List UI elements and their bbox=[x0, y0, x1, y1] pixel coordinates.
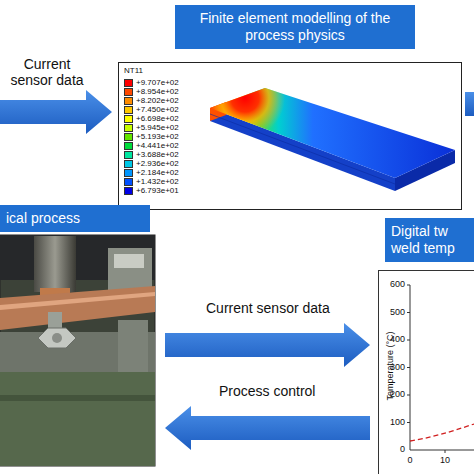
legend-value: +7.450e+02 bbox=[136, 105, 179, 114]
legend-swatch bbox=[124, 142, 133, 150]
legend-swatch bbox=[124, 124, 133, 132]
legend-row: +8.202e+02 bbox=[124, 96, 179, 105]
legend-swatch bbox=[124, 133, 133, 141]
legend-value: +2.184e+02 bbox=[136, 168, 179, 177]
legend-row: +2.936e+02 bbox=[124, 159, 179, 168]
legend-value: +4.441e+02 bbox=[136, 141, 179, 150]
legend-swatch bbox=[124, 160, 133, 168]
legend-value: +8.202e+02 bbox=[136, 96, 179, 105]
panel-heading: Finite element modelling of the process … bbox=[175, 5, 415, 49]
legend-title: NT11 bbox=[124, 66, 154, 75]
plate-hotspot bbox=[210, 88, 455, 178]
physical-process-panel: ical process bbox=[0, 205, 157, 467]
legend-row: +1.432e+02 bbox=[124, 177, 179, 186]
legend-value: +9.707e+02 bbox=[136, 78, 179, 87]
edge-label: Current sensor data bbox=[204, 300, 332, 317]
legend-row: +4.441e+02 bbox=[124, 141, 179, 150]
flow-label: Current sensor data bbox=[4, 56, 90, 88]
legend-row: +5.945e+02 bbox=[124, 123, 179, 132]
legend-row: +9.707e+02 bbox=[124, 78, 179, 87]
axis-tick: 10 bbox=[436, 455, 454, 465]
axis-tick: 600 bbox=[379, 279, 405, 289]
legend-swatch bbox=[124, 187, 133, 195]
legend-value: +1.432e+02 bbox=[136, 177, 179, 186]
legend-swatch bbox=[124, 178, 133, 186]
flow-arrow bbox=[165, 323, 370, 367]
legend-swatch bbox=[124, 97, 133, 105]
flow-arrow bbox=[165, 406, 370, 450]
legend-row: +3.688e+02 bbox=[124, 150, 179, 159]
legend-swatch bbox=[124, 106, 133, 114]
legend-swatch bbox=[124, 169, 133, 177]
axis-tick: 500 bbox=[379, 307, 405, 317]
edge-label: Process control bbox=[217, 383, 317, 400]
fe-frame bbox=[119, 63, 462, 210]
legend-value: +5.945e+02 bbox=[136, 123, 179, 132]
legend-row: +5.193e+02 bbox=[124, 132, 179, 141]
axis-tick: 0 bbox=[379, 444, 405, 454]
legend-value: +2.936e+02 bbox=[136, 159, 179, 168]
legend-swatch bbox=[124, 115, 133, 123]
axis-title: Temperature (°C) bbox=[385, 321, 395, 411]
panel-heading: Digital tw weld temp bbox=[385, 218, 474, 262]
legend-value: +6.698e+02 bbox=[136, 114, 179, 123]
legend-swatch bbox=[124, 151, 133, 159]
plate-layer bbox=[210, 114, 395, 184]
legend-row: +7.450e+02 bbox=[124, 105, 179, 114]
legend-row: +2.184e+02 bbox=[124, 168, 179, 177]
legend-value: +5.193e+02 bbox=[136, 132, 179, 141]
legend-value: +6.793e+01 bbox=[136, 186, 179, 195]
legend-value: +3.688e+02 bbox=[136, 150, 179, 159]
output-arrow bbox=[465, 92, 474, 116]
legend-swatch bbox=[124, 79, 133, 87]
axis-tick: 100 bbox=[379, 417, 405, 427]
legend-row: +6.793e+01 bbox=[124, 186, 179, 195]
process-photo bbox=[0, 235, 155, 466]
legend-swatch bbox=[124, 88, 133, 96]
legend-value: +8.954e+02 bbox=[136, 87, 179, 96]
input-arrow bbox=[0, 90, 112, 134]
legend-row: +8.954e+02 bbox=[124, 87, 179, 96]
temperature-chart bbox=[379, 271, 474, 474]
legend-row: +6.698e+02 bbox=[124, 114, 179, 123]
axis-tick: 0 bbox=[404, 455, 416, 465]
plate-top bbox=[210, 88, 455, 178]
panel-heading: ical process bbox=[0, 205, 150, 232]
